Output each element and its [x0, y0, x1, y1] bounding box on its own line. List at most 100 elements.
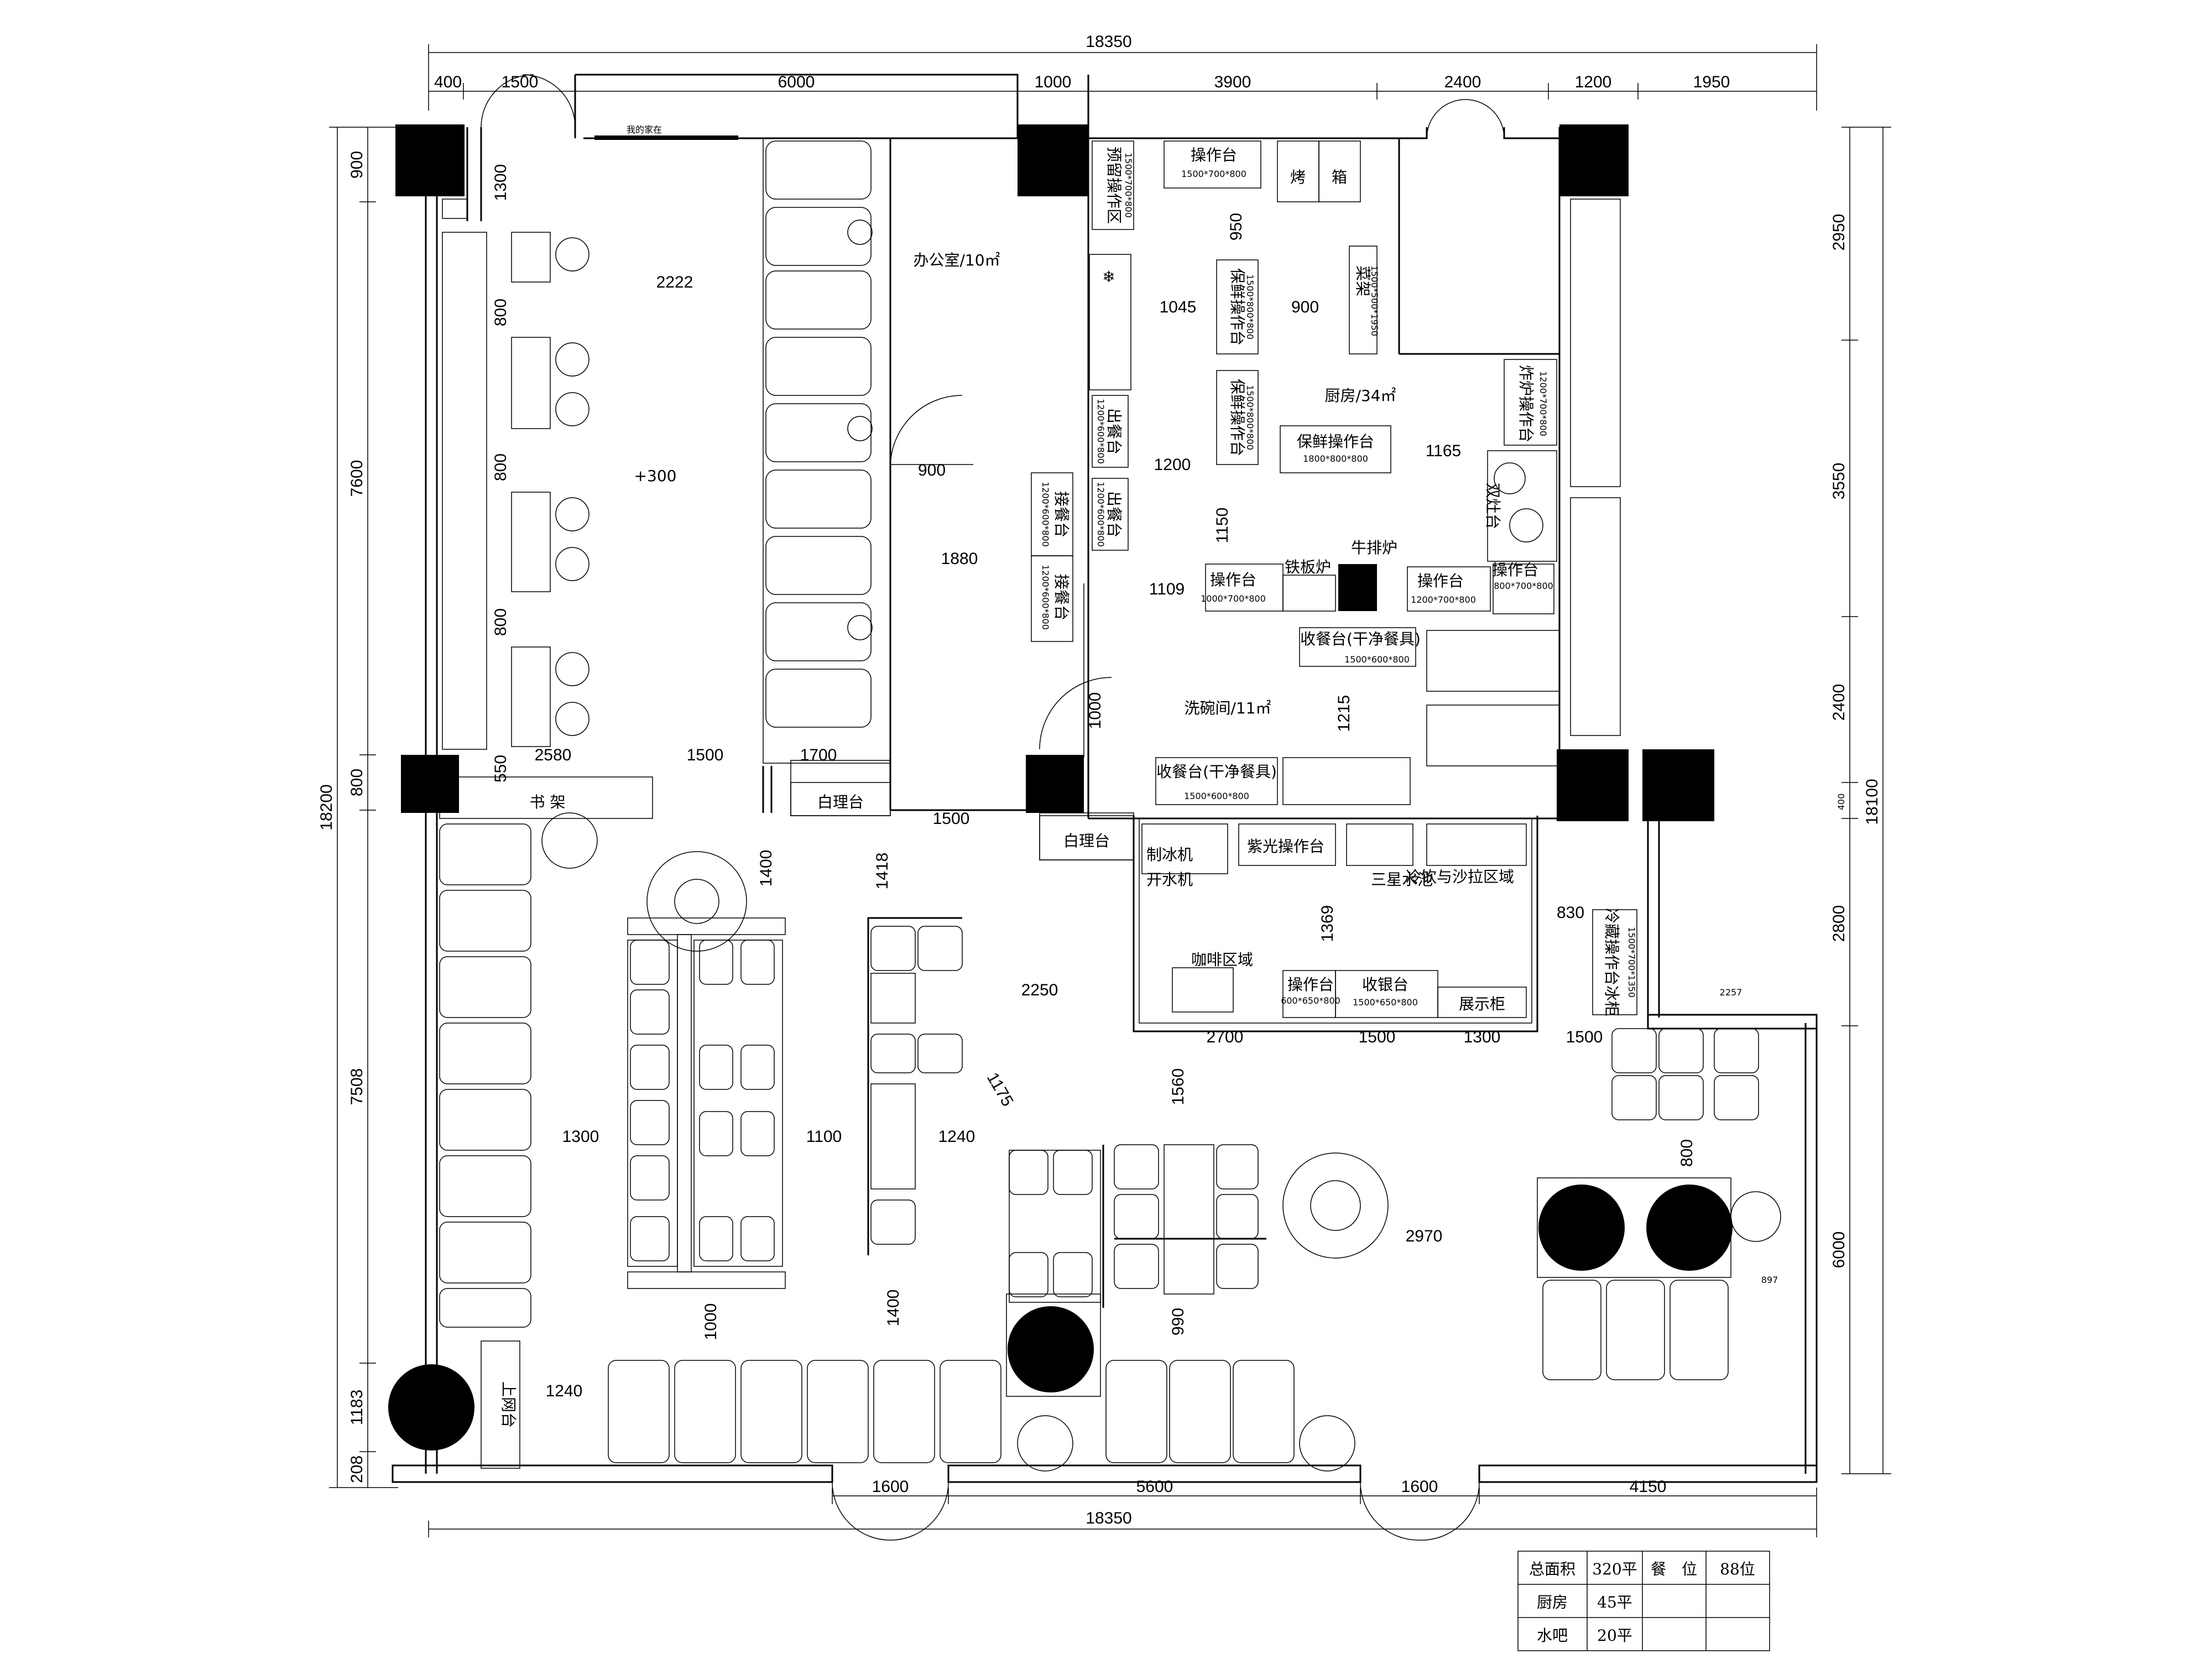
dim: 1200: [1154, 456, 1191, 474]
booth-seat: [608, 1360, 670, 1463]
griddle-label: 铁板炉: [1285, 558, 1331, 576]
kitchen-label: 厨房/34㎡: [1324, 387, 1396, 405]
wifi-label: 上网台: [499, 1381, 518, 1428]
dim-right-seg: 2800: [1830, 905, 1848, 942]
booth-seat: [674, 1360, 736, 1463]
dim: 1240: [938, 1128, 975, 1146]
booth-seat: [765, 140, 872, 200]
dim: 1109: [1149, 580, 1185, 598]
shelf-rack-label: 书 架: [530, 793, 566, 811]
fryer-label: 炸炉操作台: [1517, 365, 1535, 442]
round-pillar: [1646, 1185, 1733, 1271]
dim-right-total: 18100: [1863, 779, 1881, 825]
booth-seat: [439, 890, 531, 952]
middle-booth-column: [867, 917, 963, 1255]
dim-top-seg: 3900: [1214, 73, 1251, 91]
booth-seat: [439, 1022, 531, 1084]
plant-icon: [646, 851, 747, 952]
dim-top-seg: 6000: [778, 73, 815, 91]
steak-label: 牛排炉: [1351, 539, 1397, 557]
snowflake-icon: ❄: [1102, 268, 1115, 286]
collect-2-size: 1500*600*800: [1184, 791, 1249, 801]
out-table-1: [1092, 395, 1129, 468]
booth-seat: [439, 823, 531, 885]
veg-shelf: [1349, 246, 1378, 354]
dim: 1175: [983, 1070, 1017, 1109]
dim: 2970: [1406, 1227, 1443, 1245]
dim-top-total: 18350: [1086, 33, 1131, 51]
op-c-size: 800*700*800: [1494, 581, 1553, 591]
op-b-label: 操作台: [1417, 572, 1464, 590]
dim-right-seg: 6000: [1830, 1232, 1848, 1269]
dim: 1045: [1160, 298, 1197, 316]
dim: 1100: [806, 1128, 842, 1146]
op-table-b: [1407, 566, 1491, 612]
summary-cell: 88位: [1720, 1560, 1755, 1578]
fresh-2-label: 保鲜操作台: [1228, 379, 1246, 456]
dim: 1500: [1566, 1028, 1603, 1046]
bar-counter-left: [442, 199, 589, 750]
dim-right-seg: 2950: [1830, 214, 1848, 251]
double-stove: [1487, 450, 1557, 562]
column: [401, 755, 459, 813]
central-table-group: [627, 917, 786, 1289]
dimension-top: 18350 400 1500 6000 1000 3900 2400 1200 …: [428, 33, 1817, 111]
collect-2-label: 收餐台(干净餐具): [1156, 763, 1277, 781]
dim: 1300: [492, 164, 510, 201]
dim: 2580: [535, 746, 572, 764]
pass-1-label: 接餐台: [1052, 491, 1071, 538]
uv-table: [1238, 823, 1336, 866]
dim-top-seg: 1000: [1035, 73, 1072, 91]
prep-size: 1500*700*800: [1123, 153, 1134, 218]
plants: [541, 812, 1781, 1472]
summary-cell: 320平: [1592, 1560, 1637, 1578]
booth-seat: [765, 536, 872, 595]
fresh-1-size: 1500*800*800: [1245, 274, 1255, 340]
column: [1018, 124, 1088, 196]
dim: 1300: [1464, 1028, 1501, 1046]
summary-cell: 厨房: [1537, 1593, 1568, 1611]
op-d-size: 600*650*800: [1281, 995, 1340, 1006]
dim: 1000: [1086, 692, 1104, 729]
dimension-right: 18100 2950 3550 2400 400 2800 6000: [1830, 127, 1891, 1474]
bottom-booths: [608, 1293, 1295, 1463]
steak-grill: [1338, 564, 1377, 611]
dim: 1500: [1359, 1028, 1396, 1046]
dim: 2257: [1720, 987, 1743, 998]
freezer-box: [1318, 140, 1361, 202]
dim: 1150: [1213, 508, 1232, 544]
prep-label: 预留操作区: [1105, 147, 1123, 224]
plant-icon: [1282, 1152, 1389, 1259]
dim: 1400: [884, 1290, 902, 1327]
dim: 2250: [1021, 981, 1058, 999]
stove-label: 双灶台: [1484, 483, 1502, 529]
fridge-table: [1592, 909, 1637, 1015]
dim-left-seg: 800: [348, 769, 366, 796]
op-a-size: 1000*700*800: [1201, 593, 1266, 604]
kitchen: 厨房/34㎡ 操作台 1500*700*800 烤 箱 预留操作区 1500*7…: [1031, 140, 1621, 766]
booth-seat: [740, 1360, 802, 1463]
dim: 1000: [702, 1303, 720, 1340]
shelf-size: 1500*500*1950: [1369, 265, 1380, 336]
ice-label: 制冰机: [1146, 846, 1193, 864]
coffee-machine: [1172, 967, 1234, 1013]
dim: 800: [492, 608, 510, 636]
op-table-1-label: 操作台: [1191, 146, 1237, 164]
dimension-bottom: 18350 1600 5600 1600 4150: [428, 1478, 1817, 1537]
dim: 1560: [1169, 1068, 1187, 1105]
dim: 1369: [1318, 905, 1337, 942]
fresh-table-1: [1216, 259, 1259, 354]
dim-top-seg: 1200: [1575, 73, 1612, 91]
dim: 1500: [687, 746, 724, 764]
booth-seat: [439, 956, 531, 1018]
freezer-label: 箱: [1332, 168, 1347, 186]
ice-machine: [1141, 823, 1228, 874]
fresh-2-size: 1500*800*800: [1245, 385, 1255, 450]
dim-right-seg: 400: [1836, 794, 1846, 811]
dim-left-seg: 7508: [348, 1068, 366, 1105]
dim-right-seg: 2400: [1830, 684, 1848, 721]
pass-2-size: 1200*600*800: [1040, 565, 1051, 630]
dim: 1418: [873, 853, 891, 890]
dim: 800: [1678, 1139, 1696, 1167]
dim-right-seg: 3550: [1830, 463, 1848, 500]
